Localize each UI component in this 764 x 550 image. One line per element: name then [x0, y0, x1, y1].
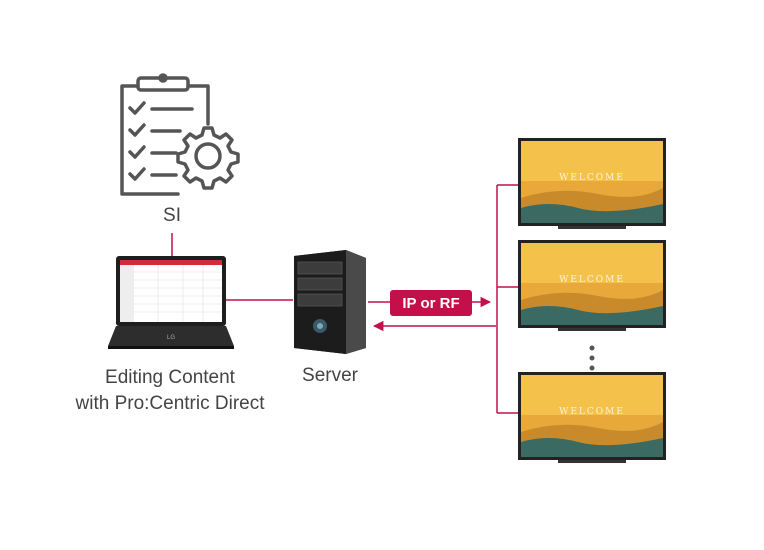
tv-1-screen-text: WELCOME [559, 173, 625, 183]
laptop-label-line2: with Pro:Centric Direct [75, 393, 265, 414]
si-label: SI [163, 205, 181, 226]
server-tower-icon [294, 250, 366, 354]
laptop-brand: LG [167, 335, 175, 341]
tv-display-3: WELCOME [518, 372, 666, 463]
tv-display-2: WELCOME [518, 240, 666, 331]
ip-or-rf-badge: IP or RF [390, 290, 472, 316]
server-label: Server [302, 365, 358, 386]
clipboard-gear-icon [120, 73, 240, 196]
laptop-label-line1: Editing Content [105, 367, 235, 388]
tv-2-screen-text: WELCOME [559, 275, 625, 285]
laptop-caption: Editing Content with Pro:Centric Direct [70, 365, 270, 417]
tv-display-1: WELCOME [518, 138, 666, 229]
tv-3-screen-text: WELCOME [559, 407, 625, 417]
laptop-icon: LG [108, 256, 234, 349]
vertical-ellipsis-icon [589, 345, 595, 371]
